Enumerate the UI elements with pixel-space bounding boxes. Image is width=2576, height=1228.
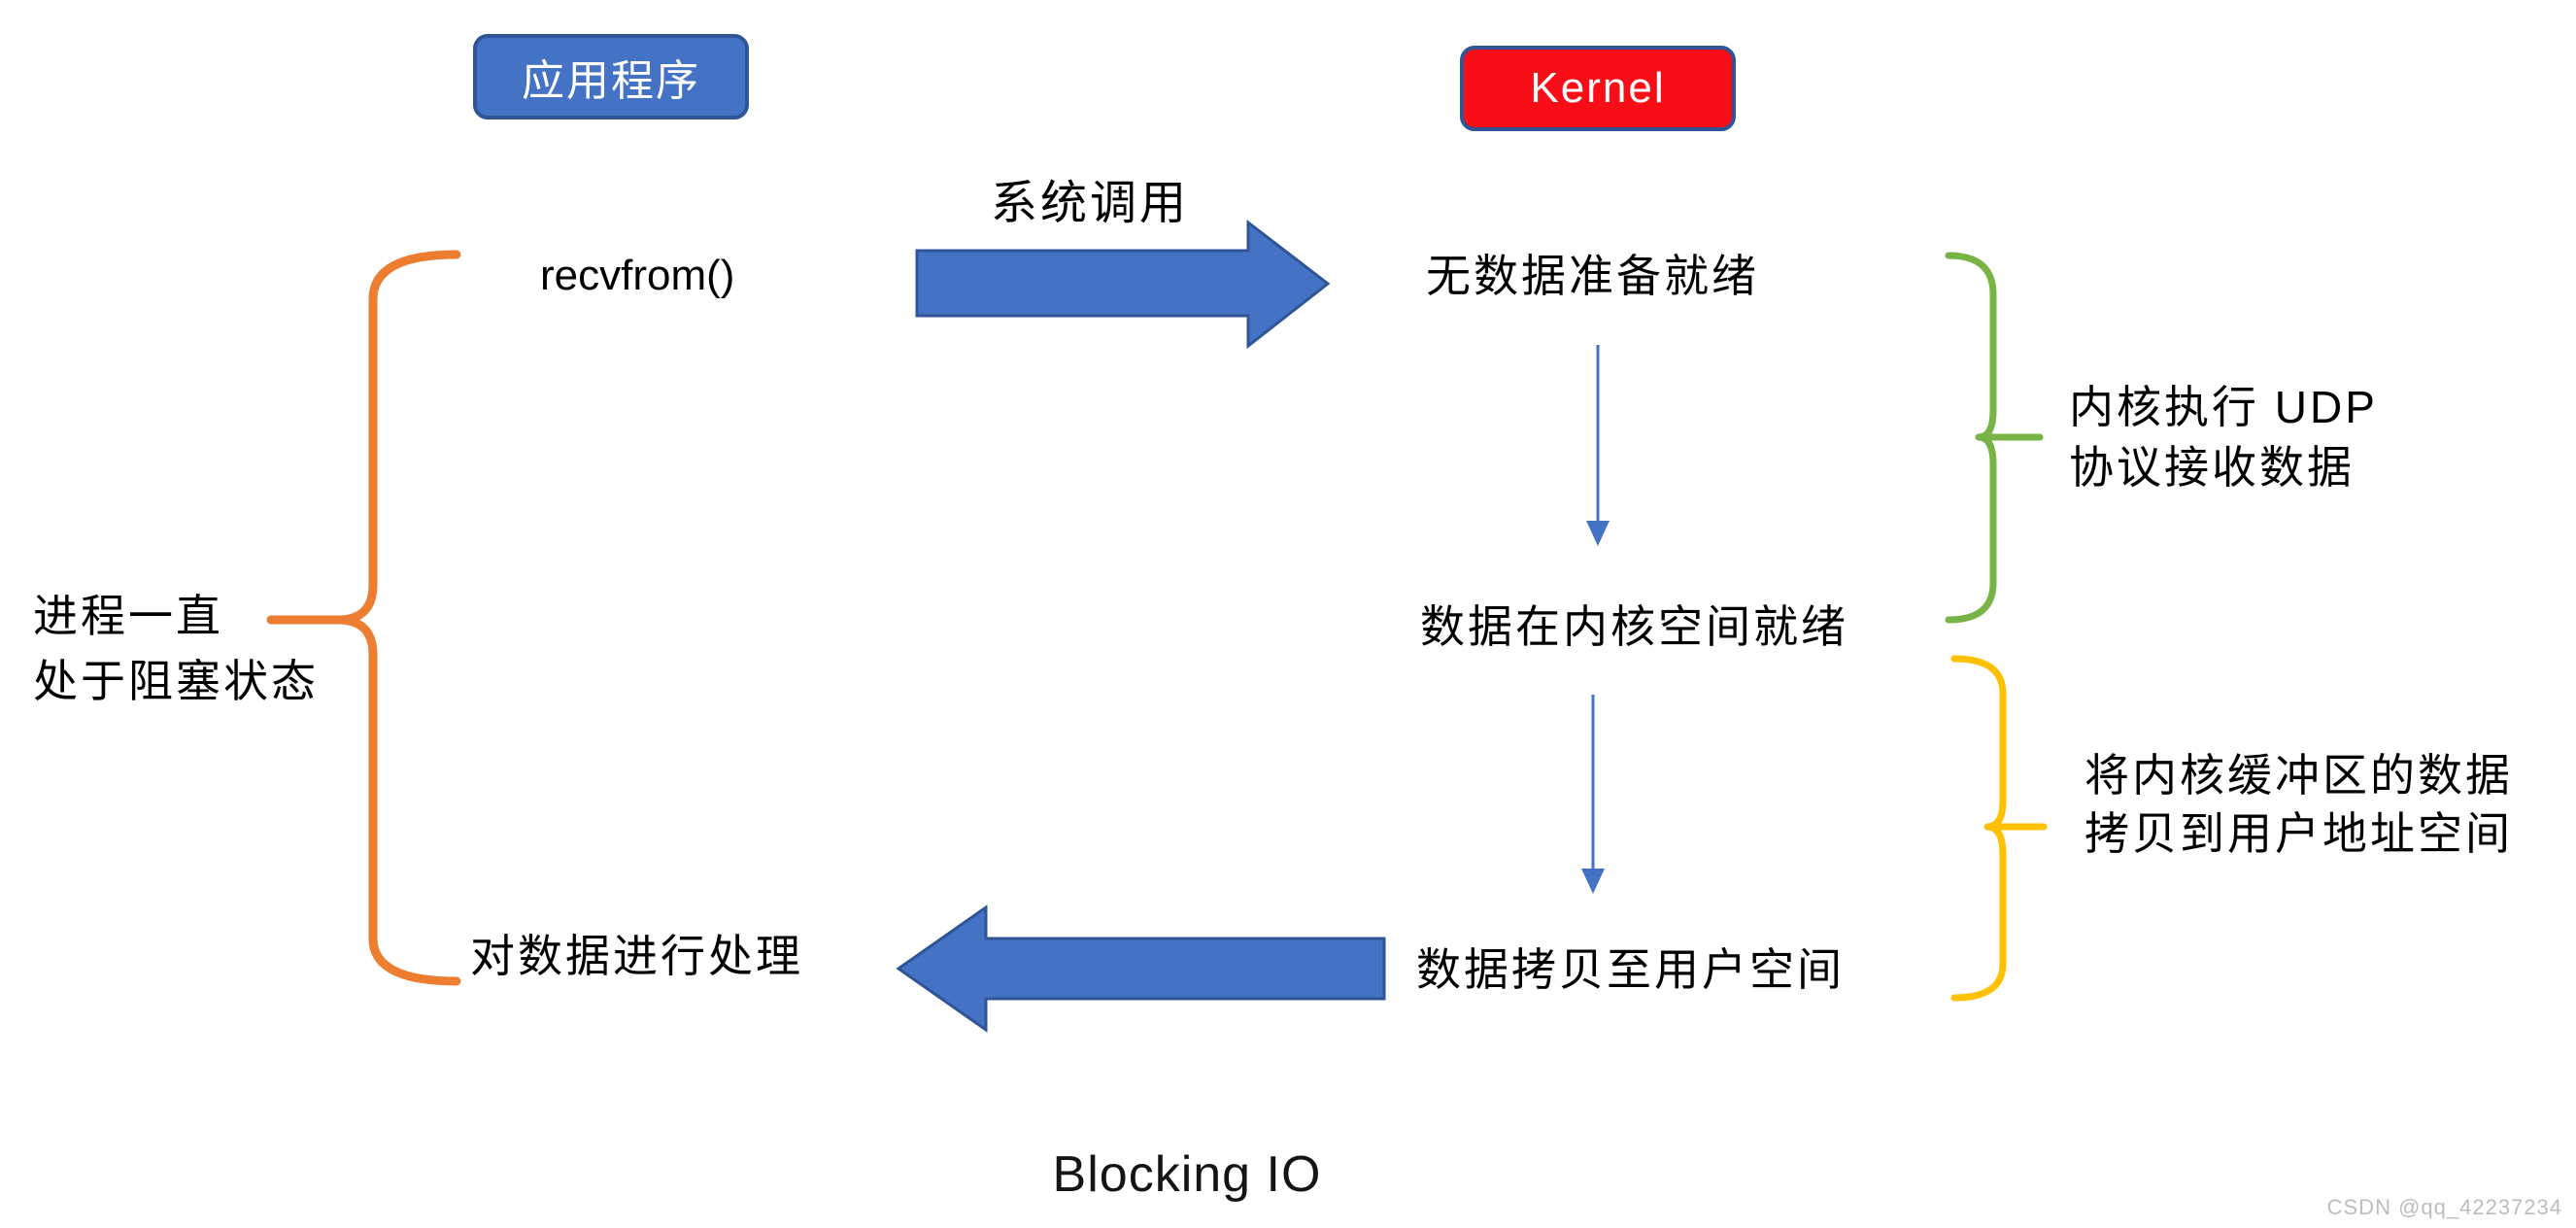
page-title: Blocking IO xyxy=(1052,1146,1322,1203)
copy-brace-icon xyxy=(1950,655,2048,1002)
copy-to-user-label-line2: 拷贝到用户地址空间 xyxy=(2085,808,2513,859)
blocking-state-label-line1: 进程一直 xyxy=(33,591,223,641)
return-left-arrow-icon xyxy=(896,904,1386,1033)
recvfrom-label: recvfrom() xyxy=(540,252,735,299)
application-box-label: 应用程序 xyxy=(522,57,700,105)
application-box: 应用程序 xyxy=(473,34,749,119)
no-data-ready-label: 无数据准备就绪 xyxy=(1426,251,1759,301)
copy-to-user-label-line1: 将内核缓冲区的数据 xyxy=(2085,750,2513,801)
kernel-box: Kernel xyxy=(1460,46,1736,131)
watermark: CSDN @qq_42237234 xyxy=(2326,1195,2562,1219)
data-ready-in-kernel-label: 数据在内核空间就绪 xyxy=(1420,601,1848,652)
blocking-brace-icon xyxy=(266,250,461,986)
udp-receive-label-line1: 内核执行 UDP xyxy=(2069,382,2378,432)
kernel-flow-arrow-2-icon xyxy=(1581,695,1605,894)
data-copied-to-user-label: 数据拷贝至用户空间 xyxy=(1416,944,1845,995)
syscall-label: 系统调用 xyxy=(991,178,1190,229)
udp-brace-icon xyxy=(1945,252,2044,624)
kernel-box-label: Kernel xyxy=(1530,64,1666,112)
blocking-state-label-line2: 处于阻塞状态 xyxy=(33,656,319,706)
kernel-flow-arrow-1-icon xyxy=(1586,345,1610,546)
udp-receive-label-line2: 协议接收数据 xyxy=(2069,442,2355,493)
syscall-right-arrow-icon xyxy=(915,219,1331,350)
process-data-label: 对数据进行处理 xyxy=(470,931,803,981)
